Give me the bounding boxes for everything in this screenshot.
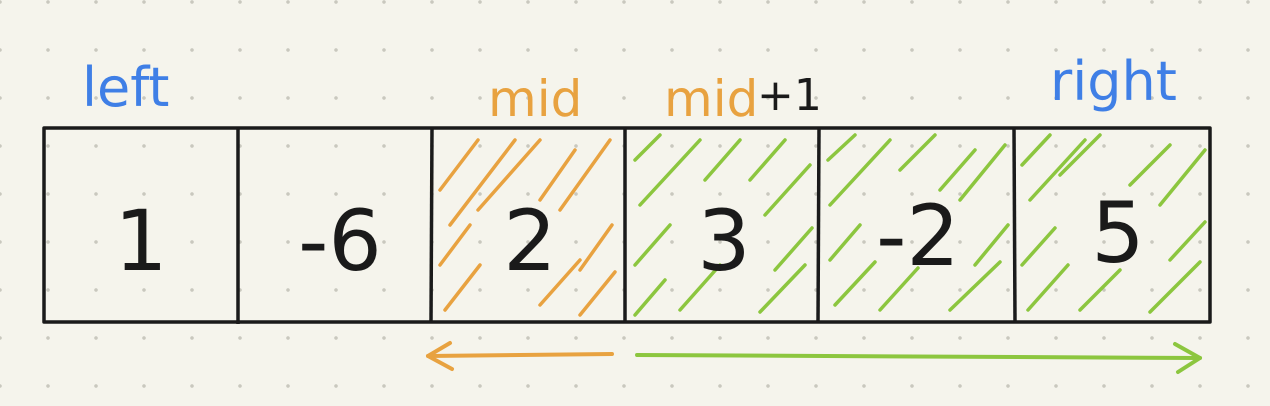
- array-values: 1 -6 2 3 -2 5: [114, 184, 1144, 290]
- cell-divider: [1012, 127, 1017, 323]
- label-right: right: [1050, 50, 1177, 113]
- cell-value-3: 3: [697, 192, 750, 290]
- arrow-right-green: [635, 342, 1202, 374]
- arrow-left-orange: [426, 341, 614, 371]
- label-left: left: [82, 56, 169, 119]
- cell-divider: [816, 127, 821, 323]
- cell-value-0: 1: [114, 192, 167, 290]
- array-grid: [42, 126, 1212, 324]
- cell-value-4: -2: [876, 187, 960, 285]
- array-outline: [42, 126, 1212, 324]
- cell-value-5: 5: [1091, 184, 1144, 282]
- label-mid-plus-one-suffix: +1: [757, 70, 822, 121]
- label-mid: mid: [488, 70, 582, 128]
- hatch-right-half: [633, 133, 1207, 317]
- label-mid-plus-one-base: mid: [664, 70, 758, 128]
- cell-value-2: 2: [503, 192, 556, 290]
- label-mid-plus-one: mid +1: [664, 70, 822, 128]
- cell-divider: [429, 127, 434, 323]
- cell-value-1: -6: [298, 192, 382, 290]
- hatch-left-half: [438, 138, 617, 317]
